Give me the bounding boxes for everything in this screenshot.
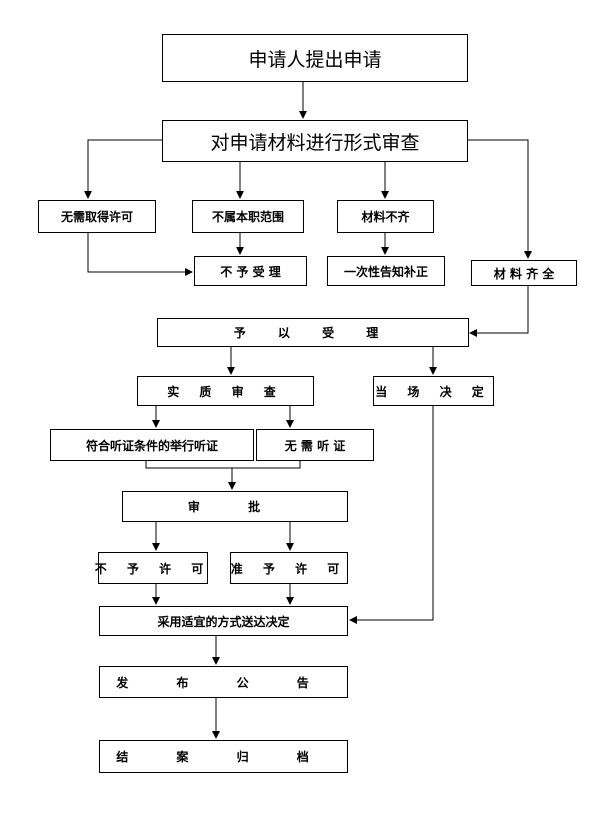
node-publish: 发 布 公 告 bbox=[99, 666, 348, 698]
node-apply: 申请人提出申请 bbox=[162, 34, 468, 82]
line-hearing-merge bbox=[145, 461, 301, 469]
arrow-review-to-no-license bbox=[84, 139, 162, 199]
node-deliver: 采用适宜的方式送达决定 bbox=[99, 606, 348, 636]
node-substantive-review: 实 质 审 查 bbox=[137, 376, 314, 406]
node-grant: 准 予 许 可 bbox=[230, 552, 348, 584]
node-no-license: 无需取得许可 bbox=[38, 200, 156, 233]
node-approval: 审 批 bbox=[122, 491, 348, 522]
node-formal-review: 对申请材料进行形式审查 bbox=[162, 120, 468, 162]
node-complete: 材 料 齐 全 bbox=[471, 260, 577, 286]
node-close: 结 案 归 档 bbox=[99, 740, 348, 773]
node-accept: 予 以 受 理 bbox=[157, 318, 469, 347]
node-notify-supplement: 一次性告知补正 bbox=[327, 256, 445, 286]
node-reject: 不 予 受 理 bbox=[194, 256, 307, 286]
node-hearing: 符合听证条件的举行听证 bbox=[50, 429, 254, 461]
arrow-complete-to-accept bbox=[469, 286, 529, 337]
node-on-site-decision: 当 场 决 定 bbox=[373, 376, 494, 406]
node-incomplete: 材料不齐 bbox=[337, 200, 434, 233]
arrow-no-license-to-reject bbox=[87, 233, 193, 276]
node-deny: 不 予 许 可 bbox=[95, 552, 208, 584]
node-no-hearing: 无 需 听 证 bbox=[256, 429, 374, 461]
arrow-onsite-to-deliver bbox=[349, 406, 434, 624]
node-not-in-scope: 不属本职范围 bbox=[192, 200, 304, 233]
arrow-review-to-complete bbox=[468, 139, 532, 259]
